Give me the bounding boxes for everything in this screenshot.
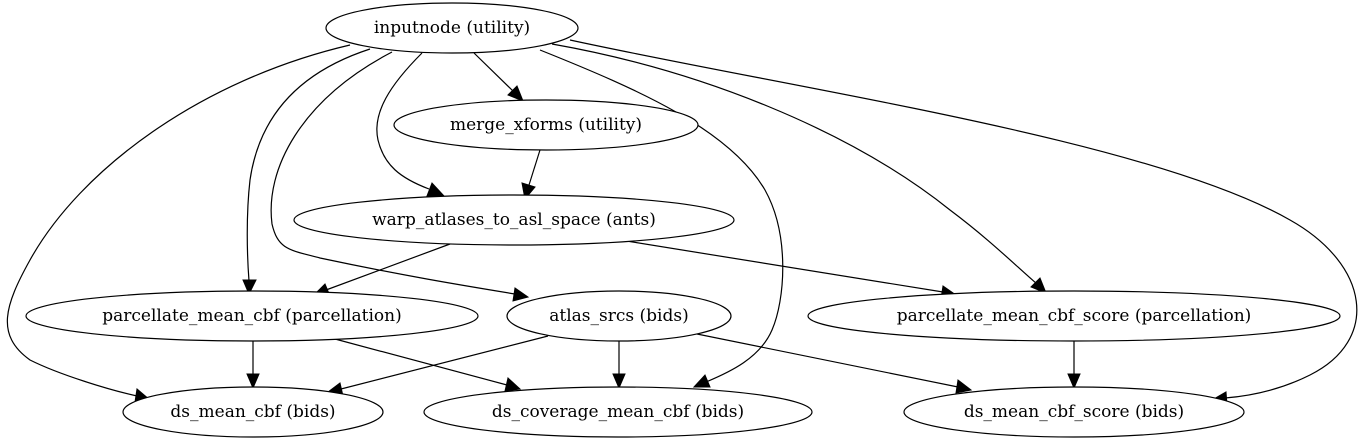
node-parcellate-mean-cbf[interactable]: parcellate_mean_cbf (parcellation)	[25, 290, 479, 342]
node-merge-xforms[interactable]: merge_xforms (utility)	[393, 99, 699, 151]
edge-inputnode-to-ds-coverage-mean-cbf	[539, 49, 784, 388]
node-label: parcellate_mean_cbf (parcellation)	[102, 306, 401, 326]
edge-warp-atlases-to-parcellate-mean-cbf-score	[619, 239, 958, 300]
edge-parcellate-mean-cbf-to-ds-coverage-mean-cbf	[334, 338, 522, 392]
node-ds-coverage-mean-cbf[interactable]: ds_coverage_mean_cbf (bids)	[423, 386, 813, 438]
node-label: merge_xforms (utility)	[450, 115, 642, 135]
edge-atlas-srcs-to-ds-coverage-mean-cbf	[612, 341, 626, 390]
node-inputnode[interactable]: inputnode (utility)	[325, 2, 579, 54]
node-label: ds_mean_cbf (bids)	[170, 402, 335, 422]
edge-parcellate-mean-cbf-score-to-ds-mean-cbf-score	[1067, 341, 1081, 390]
node-label: atlas_srcs (bids)	[549, 306, 688, 326]
node-warp-atlases-to-asl-space[interactable]: warp_atlases_to_asl_space (ants)	[293, 194, 735, 246]
node-atlas-srcs[interactable]: atlas_srcs (bids)	[506, 290, 732, 342]
edge-merge-xforms-to-warp-atlases	[521, 149, 541, 201]
node-ds-mean-cbf-score[interactable]: ds_mean_cbf_score (bids)	[903, 386, 1245, 438]
edge-inputnode-to-merge-xforms	[473, 52, 524, 102]
node-ds-mean-cbf[interactable]: ds_mean_cbf (bids)	[122, 386, 384, 438]
node-label: ds_coverage_mean_cbf (bids)	[492, 402, 744, 422]
node-label: ds_mean_cbf_score (bids)	[964, 402, 1184, 422]
node-label: inputnode (utility)	[374, 18, 530, 38]
edge-parcellate-mean-cbf-to-ds-mean-cbf	[246, 341, 260, 390]
node-label: warp_atlases_to_asl_space (ants)	[372, 210, 656, 230]
graph-nodes: inputnode (utility) merge_xforms (utilit…	[25, 2, 1341, 438]
node-parcellate-mean-cbf-score[interactable]: parcellate_mean_cbf_score (parcellation)	[807, 290, 1341, 342]
edge-inputnode-to-parcellate-mean-cbf-score	[551, 43, 1047, 294]
edge-inputnode-to-atlas-srcs	[270, 51, 530, 302]
edge-inputnode-to-parcellate-mean-cbf	[242, 48, 371, 296]
edge-atlas-srcs-to-ds-mean-cbf-score	[696, 333, 973, 394]
node-label: parcellate_mean_cbf_score (parcellation)	[897, 306, 1252, 326]
